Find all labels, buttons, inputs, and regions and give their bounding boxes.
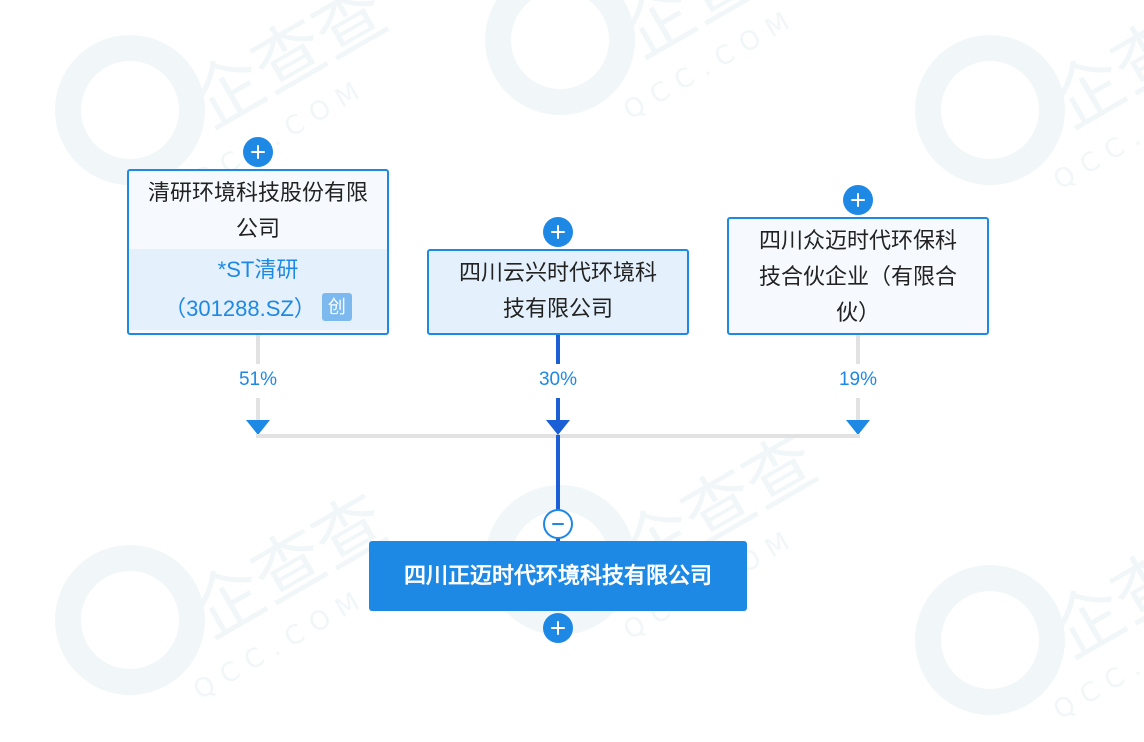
watermark-logo [55, 545, 205, 695]
arrow-down-icon [246, 420, 270, 435]
shareholding-percent: 30% [538, 369, 578, 390]
watermark-logo [915, 565, 1065, 715]
shareholder-node[interactable]: 四川云兴时代环境科 技有限公司 [427, 249, 689, 335]
expand-shareholder-button[interactable] [243, 137, 273, 167]
arrow-down-icon [546, 420, 570, 435]
shareholder-name: 清研环境科技股份有限 公司 [147, 180, 368, 241]
shareholder-node[interactable]: 四川众迈时代环保科 技合伙企业（有限合 伙） [727, 217, 989, 335]
shareholder-name: 四川云兴时代环境科 技有限公司 [458, 260, 657, 321]
stock-name: *ST清研 [217, 257, 299, 282]
expand-investments-button[interactable] [543, 613, 573, 643]
target-company-node[interactable]: 四川正迈时代环境科技有限公司 [369, 541, 747, 611]
stock-code: （301288.SZ） [164, 296, 316, 321]
chinext-board-badge: 创 [321, 293, 352, 321]
watermark-logo [485, 0, 635, 115]
collapse-shareholders-button[interactable] [543, 509, 573, 539]
arrow-down-icon [846, 420, 870, 435]
expand-shareholder-button[interactable] [843, 185, 873, 215]
shareholder-node[interactable]: 清研环境科技股份有限 公司 *ST清研 （301288.SZ）创 [127, 169, 389, 335]
shareholding-percent: 51% [238, 369, 278, 390]
watermark-logo [915, 35, 1065, 185]
shareholding-percent: 19% [838, 369, 878, 390]
listed-stock-info[interactable]: *ST清研 （301288.SZ）创 [129, 249, 387, 330]
shareholder-name: 四川众迈时代环保科 技合伙企业（有限合 伙） [758, 228, 957, 325]
expand-shareholder-button[interactable] [543, 217, 573, 247]
